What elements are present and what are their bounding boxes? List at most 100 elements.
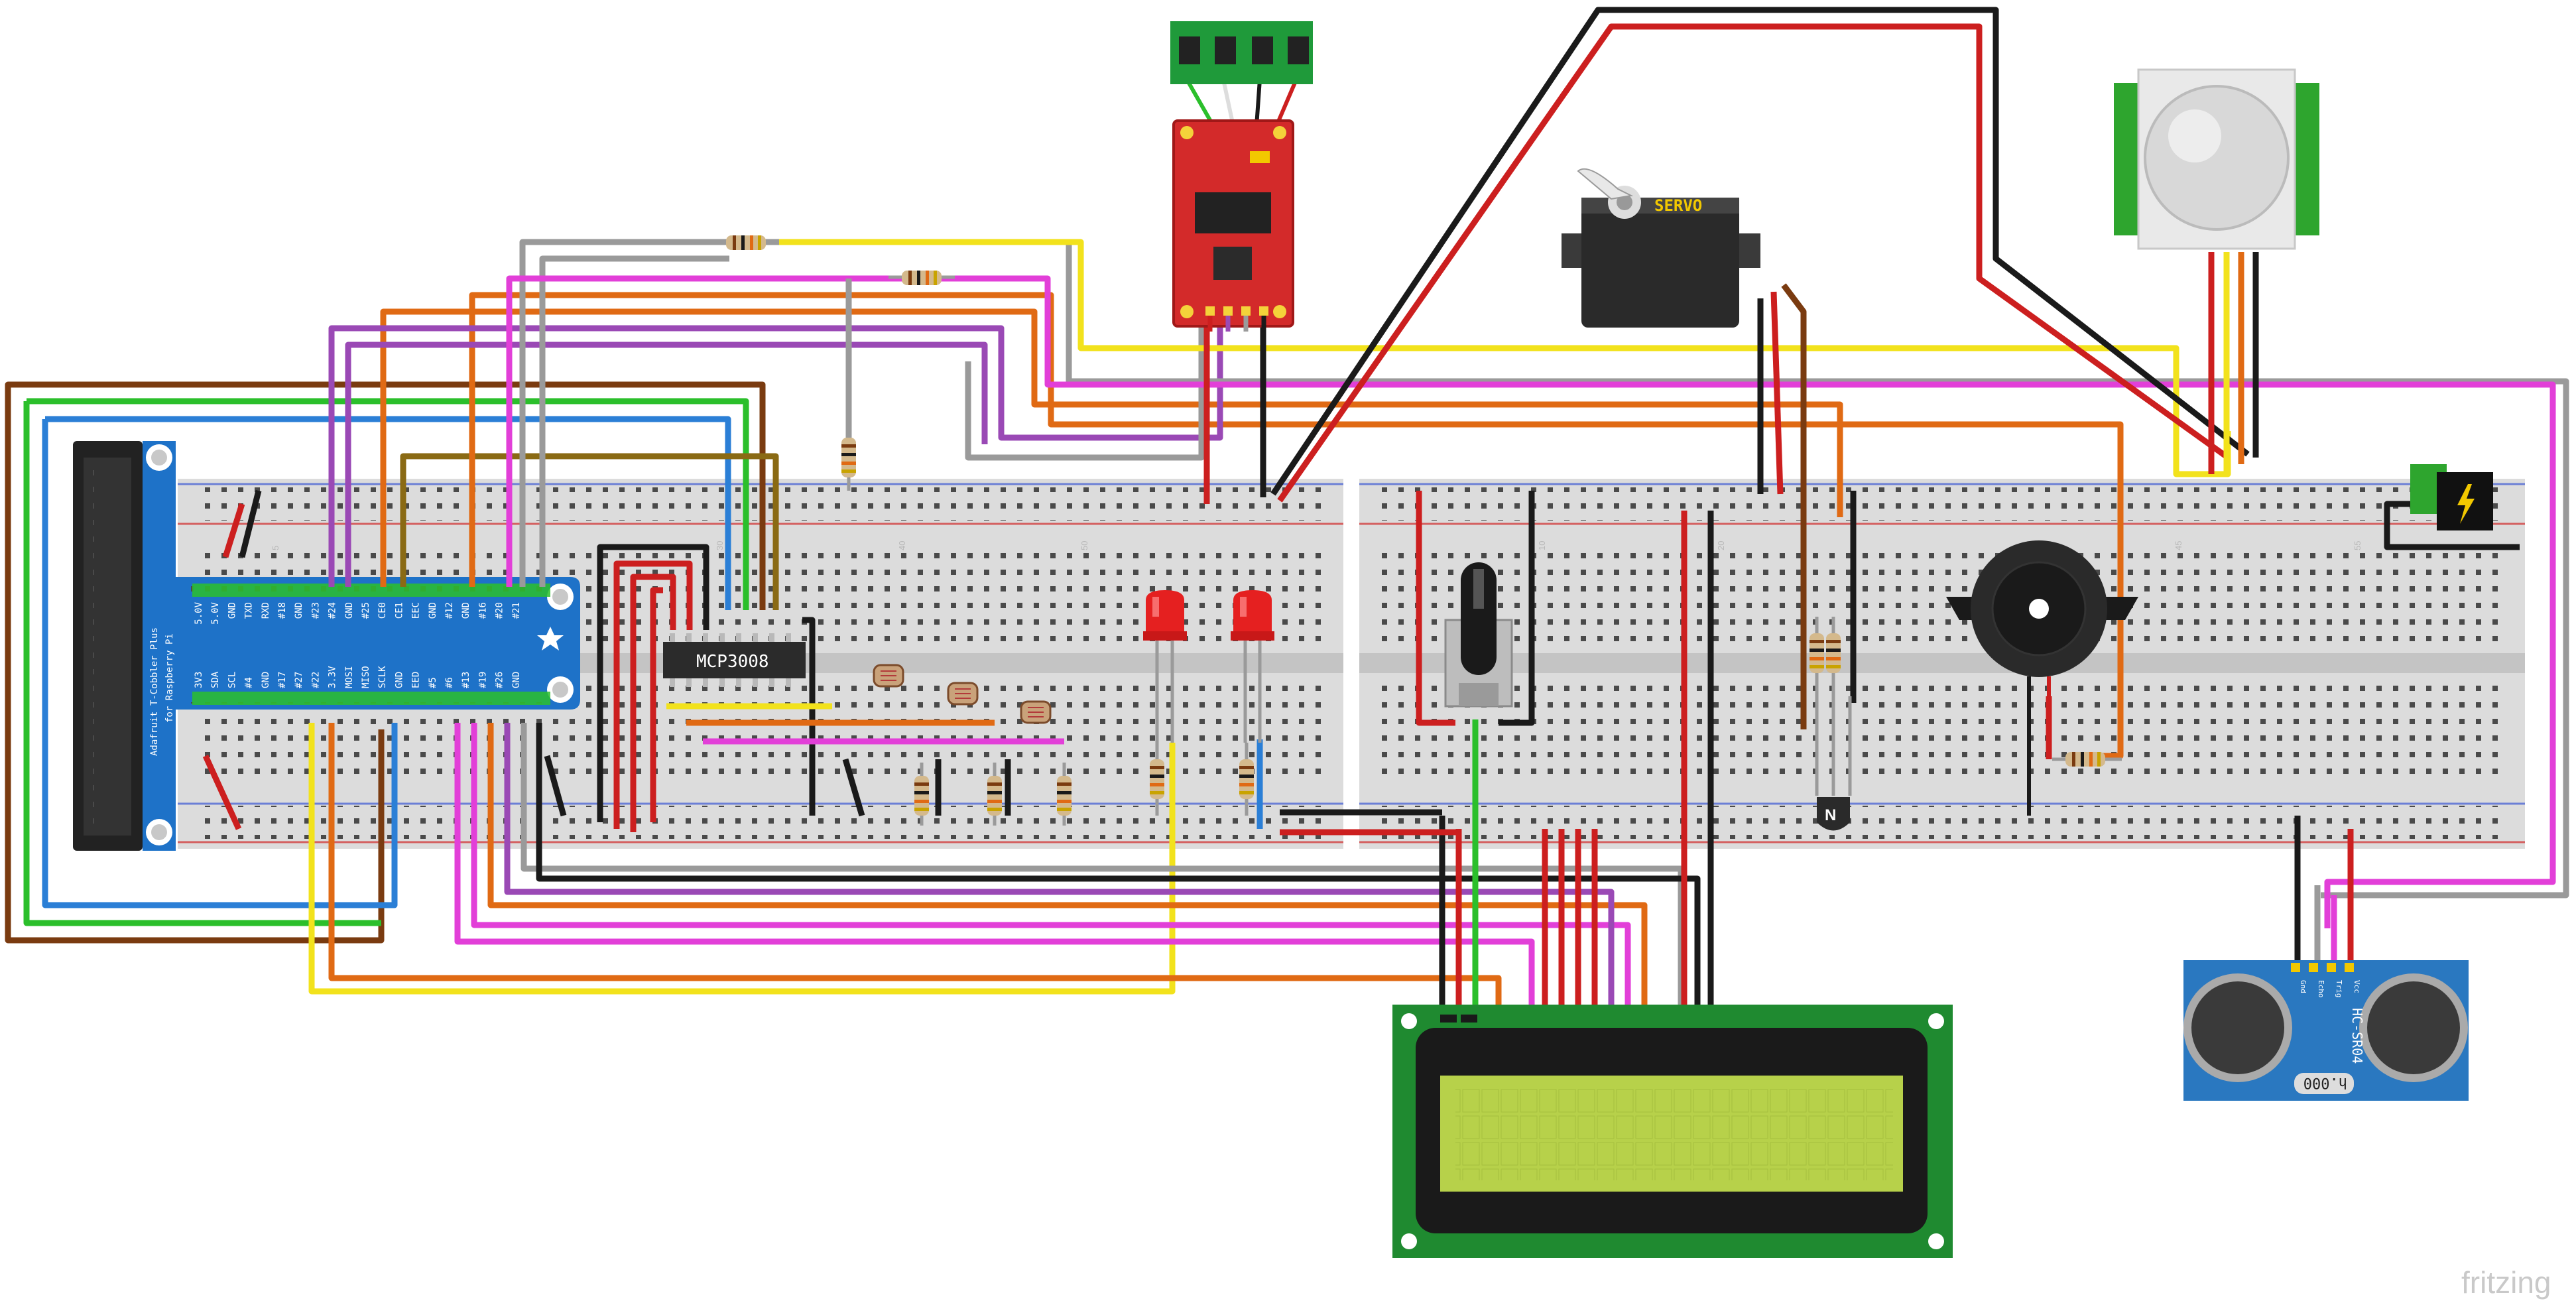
servo-label: SERVO [1654, 196, 1702, 215]
bb-num: 5 [271, 546, 280, 550]
ultrasonic-pin-vcc: Vcc [2353, 980, 2361, 993]
cobbler-pin-label: #27 [294, 672, 304, 688]
wire-term-red [1274, 78, 1298, 127]
ultrasonic-sensor: h.000 HC-SR04 Gnd Echo Trig Vcc [2183, 960, 2469, 1101]
cobbler-pin-label: GND [461, 602, 471, 619]
photoresistor [1020, 700, 1052, 724]
cobbler-pin-label: #23 [310, 602, 321, 619]
wire-pink-2 [454, 723, 1535, 1015]
cobbler-pin-label: EEC [411, 602, 422, 619]
cobbler-pin-label: SCL [227, 672, 237, 688]
wire-red-long [1277, 23, 2230, 503]
breadboard-right [1359, 479, 2525, 849]
bb-num: 45 [2174, 541, 2183, 550]
bb-num: 10 [1537, 541, 1547, 550]
hx711-module [1170, 21, 1313, 332]
resistor [987, 763, 1002, 826]
cobbler: Adafruit T-Cobbler Plus for Raspberry Pi… [73, 441, 580, 851]
potentiometer [1444, 562, 1513, 708]
cobbler-pin-label: 5.0V [194, 601, 204, 624]
resistor [889, 271, 955, 285]
jumper-black-pot [1499, 491, 1535, 726]
cobbler-title-line2: for Raspberry Pi [164, 633, 175, 723]
wire-purple-3 [504, 723, 1615, 1015]
cobbler-pin-label: 3.3V [328, 666, 338, 688]
resistors [713, 235, 2122, 826]
cobbler-pin-label: #13 [461, 672, 471, 688]
cobbler-pin-label: #5 [428, 677, 438, 688]
cobbler-pin-label: GND [344, 602, 355, 619]
cobbler-pin-label: MOSI [344, 666, 355, 688]
cobbler-pin-label: GND [394, 672, 404, 688]
cobbler-pin-label: GND [511, 672, 522, 688]
lcd-display [1392, 1005, 1953, 1258]
jumper-red-c [613, 560, 693, 829]
bb-num: 30 [715, 541, 725, 550]
bb-num: 40 [897, 541, 907, 550]
resistor [841, 431, 856, 491]
resistor [1809, 617, 1824, 696]
wire-olive [400, 453, 779, 610]
cobbler-pin-label: GND [428, 602, 438, 619]
wire-grey [539, 255, 729, 584]
wire-term-green [1185, 78, 1215, 127]
wire-grey-4 [521, 723, 1684, 1015]
fritzing-watermark: fritzing [2461, 1265, 2551, 1300]
led-red [1231, 590, 1274, 743]
cobbler-pin-label: #20 [495, 602, 505, 619]
adc-chip: MCP3008 [663, 633, 806, 687]
wire-black-4 [536, 723, 1701, 1015]
bb-num: 55 [2353, 541, 2362, 550]
cobbler-pin-label: #24 [328, 602, 338, 619]
resistor [1150, 743, 1164, 816]
wire-black-long [1270, 7, 2250, 496]
cobbler-pin-label: #26 [495, 672, 505, 688]
cobbler-wire-stubs [328, 577, 546, 587]
jumper-red-d [630, 574, 676, 832]
jumper-black-c [597, 544, 709, 822]
cobbler-pin-label: TXD [244, 602, 255, 619]
cobbler-pin-label: #18 [277, 602, 288, 619]
cobbler-pin-label: #16 [477, 602, 488, 619]
led-red [1143, 590, 1187, 743]
wire-servo-brown [1781, 283, 1807, 729]
wire-pink-1 [506, 275, 2556, 928]
wire-green [23, 401, 381, 926]
cobbler-pin-label: #6 [444, 677, 455, 688]
cobbler-pin-label: #17 [277, 672, 288, 688]
wires [5, 7, 2569, 1015]
ultrasonic-label: HC-SR04 [2349, 1008, 2365, 1064]
transistor: N [1815, 696, 1852, 831]
dc-jack [2410, 464, 2493, 530]
jumper-red-b [202, 755, 242, 830]
wire-term-white [1221, 79, 1235, 127]
resistor [914, 763, 929, 826]
piezo-buzzer [1946, 540, 2138, 816]
wire-blue-top [45, 416, 731, 610]
wire-grey-3 [519, 239, 2569, 899]
cobbler-pin-label: MISO [361, 666, 371, 688]
ultrasonic-code: h.000 [2303, 1074, 2347, 1091]
cobbler-pcb [143, 441, 580, 851]
resistor [2052, 752, 2122, 767]
cobbler-pin-label: GND [261, 672, 271, 688]
photoresistor [873, 664, 904, 688]
breadboard-numbers: 5 30 40 50 10 20 45 55 [271, 541, 2362, 550]
photoresistor [947, 682, 979, 706]
wire-orange-3 [328, 723, 1502, 1015]
jumper-red-e [650, 587, 663, 822]
cobbler-pin-label: #21 [511, 602, 522, 619]
lightning-icon [2457, 484, 2475, 524]
adc-chip-label: MCP3008 [696, 652, 769, 672]
cobbler-pin-label: GND [294, 602, 304, 619]
jumper-black-d [802, 617, 816, 816]
cobbler-pin-label: SCLK [377, 666, 388, 688]
wire-brown-top [8, 381, 766, 610]
wire-term-black [1255, 79, 1262, 127]
ultrasonic-pin-gnd: Gnd [2299, 980, 2307, 993]
resistor [1057, 763, 1072, 826]
cobbler-pin-label: SDA [210, 671, 221, 688]
cobbler-pin-label: EED [411, 672, 422, 688]
resistor [713, 235, 779, 250]
